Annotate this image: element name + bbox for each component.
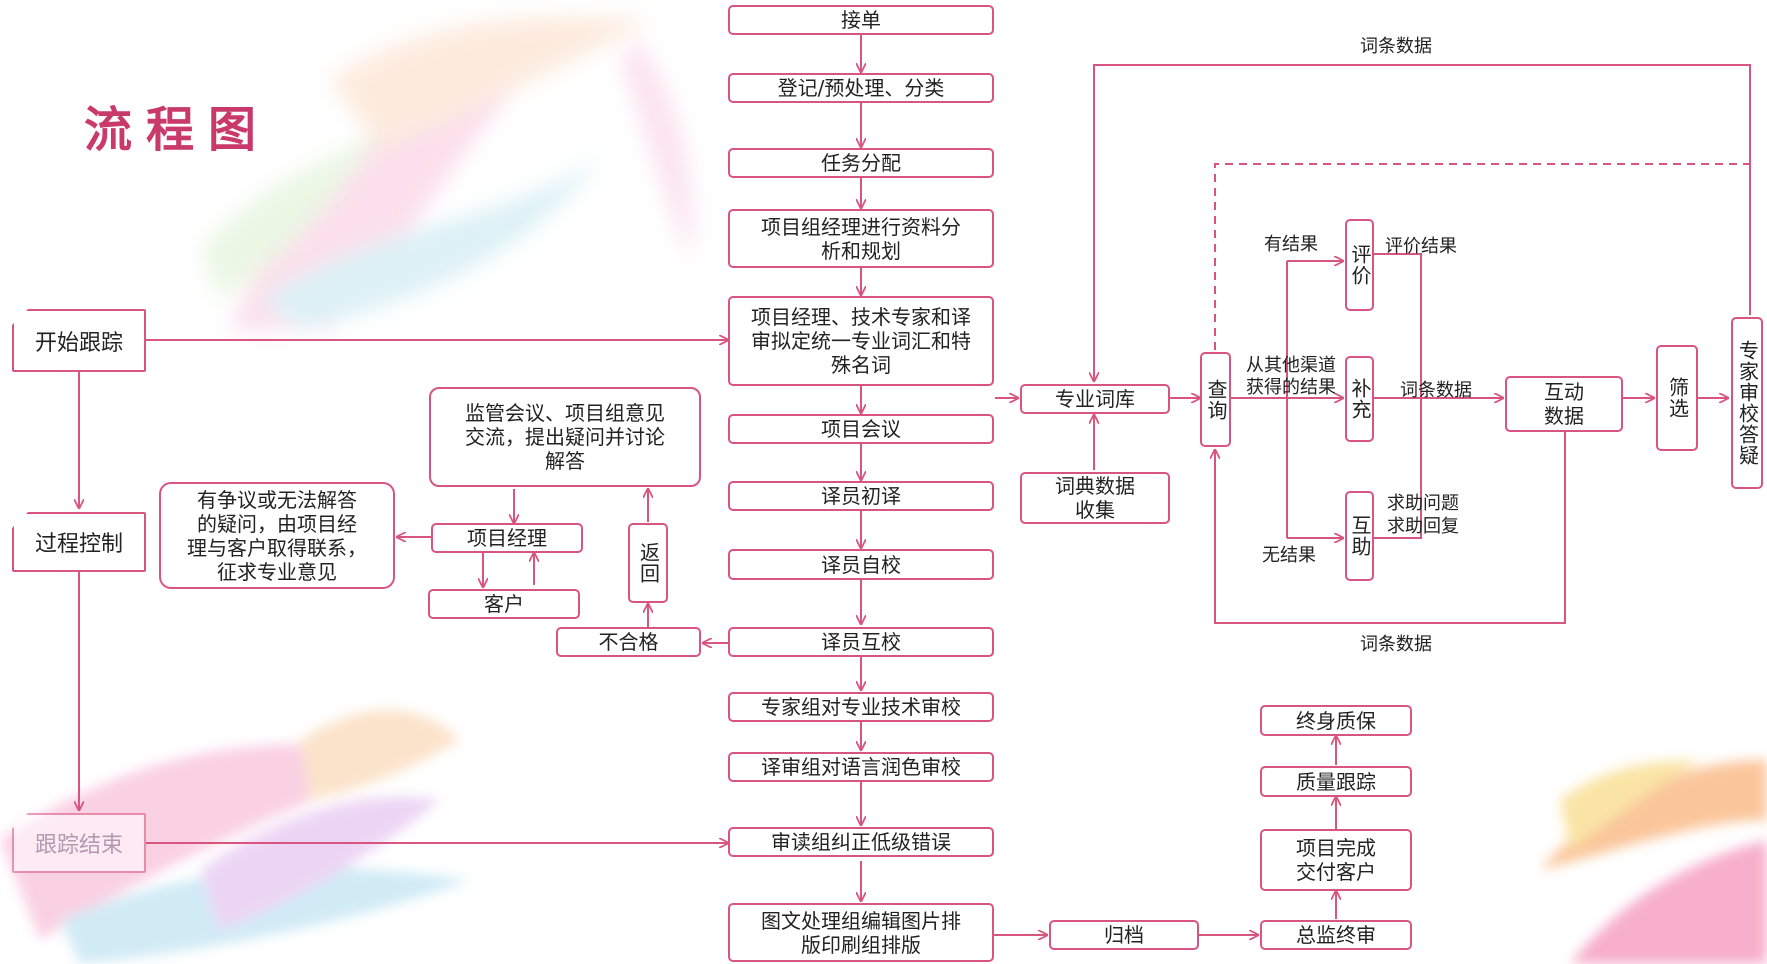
evaluate-box: 评价: [1345, 219, 1374, 311]
step-terminology-definition: 项目经理、技术专家和译 审拟定统一专业词汇和特 殊名词: [728, 296, 994, 386]
label-has-result: 有结果: [1264, 234, 1318, 255]
evaluate-label: 评价: [1348, 244, 1372, 286]
step-analysis-planning: 项目组经理进行资料分 析和规划: [728, 209, 994, 268]
query-label: 查询: [1204, 378, 1228, 421]
label-entry-data-top: 词条数据: [1360, 36, 1432, 57]
label-entry-data-bottom: 词条数据: [1360, 634, 1432, 655]
mutual-help-box: 互助: [1345, 491, 1374, 581]
step-peer-check: 译员互校: [728, 627, 994, 657]
label-help-reply: 求助回复: [1387, 516, 1459, 537]
label-no-result: 无结果: [1262, 545, 1316, 566]
dictionary-collection-box: 词典数据 收集: [1020, 472, 1170, 524]
mutual-help-label: 互助: [1348, 515, 1372, 557]
lifetime-warranty-box: 终身质保: [1260, 705, 1412, 736]
label-other-channel-results: 从其他渠道 获得的结果: [1246, 355, 1336, 398]
step-expert-review: 专家组对专业技术审校: [728, 692, 994, 722]
label-help-question: 求助问题: [1387, 493, 1459, 514]
page-title: 流程图: [84, 102, 271, 158]
expert-review-qa-label: 专家审校答疑: [1735, 340, 1760, 466]
filter-label: 筛选: [1665, 377, 1690, 419]
stage-start-label: 开始跟踪: [34, 330, 123, 356]
quality-tracking-box: 质量跟踪: [1260, 766, 1412, 797]
interactive-data-box: 互动 数据: [1505, 376, 1623, 432]
supplement-label: 补充: [1348, 378, 1372, 420]
stage-start: 开始跟踪: [12, 309, 146, 372]
step-order-intake: 接单: [728, 5, 994, 35]
return-label: 返回: [636, 542, 661, 584]
stage-process-label: 过程控制: [34, 532, 123, 557]
unqualified-box: 不合格: [556, 627, 701, 657]
query-box: 查询: [1200, 352, 1231, 447]
project-manager-box: 项目经理: [431, 523, 583, 553]
stage-process: 过程控制: [12, 512, 146, 572]
expert-review-qa-box: 专家审校答疑: [1731, 317, 1763, 489]
terminology-library-box: 专业词库: [1020, 384, 1170, 414]
supplement-box: 补充: [1345, 356, 1374, 442]
step-project-meeting: 项目会议: [728, 414, 994, 444]
label-entry-data-mid: 词条数据: [1400, 380, 1472, 401]
step-dtp-layout: 图文处理组编辑图片排 版印刷组排版: [728, 903, 994, 962]
director-final-review-box: 总监终审: [1260, 920, 1412, 950]
step-registration: 登记/预处理、分类: [728, 73, 994, 103]
project-delivered-box: 项目完成 交付客户: [1260, 829, 1412, 891]
archive-box: 归档: [1049, 920, 1199, 950]
return-box: 返回: [628, 523, 668, 603]
step-self-check: 译员自校: [728, 549, 994, 580]
client-box: 客户: [428, 589, 580, 619]
step-proofreading: 审读组纠正低级错误: [728, 827, 994, 857]
dispute-resolution-box: 有争议或无法解答 的疑问，由项目经 理与客户取得联系， 征求专业意见: [159, 482, 395, 589]
step-initial-translation: 译员初译: [728, 481, 994, 511]
step-task-assignment: 任务分配: [728, 148, 994, 178]
label-evaluation-result: 评价结果: [1385, 236, 1457, 257]
filter-box: 筛选: [1656, 345, 1698, 451]
supervision-meeting-box: 监管会议、项目组意见 交流，提出疑问并讨论 解答: [429, 387, 701, 487]
stage-end: 跟踪结束: [12, 813, 146, 873]
stage-end-label: 跟踪结束: [34, 833, 123, 858]
step-language-review: 译审组对语言润色审校: [728, 752, 994, 782]
